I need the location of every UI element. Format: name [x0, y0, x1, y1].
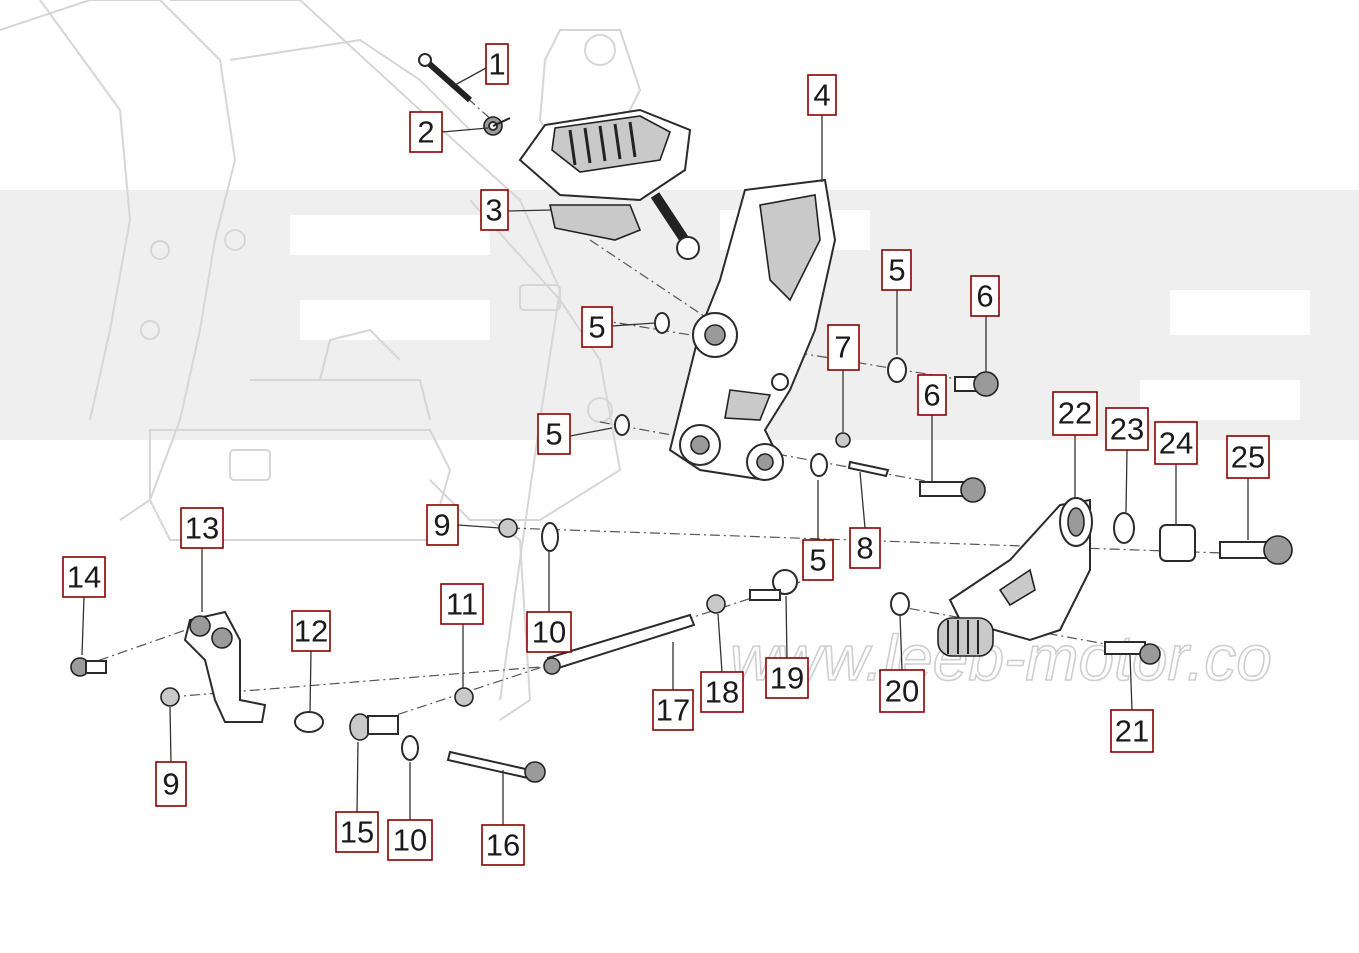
callout-24: 24 [1154, 421, 1198, 465]
callout-14: 14 [62, 556, 106, 598]
peg-and-nut-20 [890, 592, 994, 657]
callout-6-b: 6 [917, 374, 947, 416]
svg-text:11: 11 [446, 587, 478, 622]
svg-text:14: 14 [67, 560, 101, 595]
washer-parts [614, 312, 907, 477]
svg-text:15: 15 [340, 815, 374, 850]
svg-text:16: 16 [486, 828, 520, 863]
callout-10-a: 10 [526, 611, 572, 653]
svg-text:3: 3 [485, 193, 502, 228]
svg-text:18: 18 [705, 675, 739, 710]
svg-text:5: 5 [809, 543, 826, 578]
small-linkage-parts [70, 657, 546, 783]
callout-12: 12 [291, 610, 331, 652]
spring-part [483, 116, 511, 136]
small-parts-7-8 [835, 432, 890, 478]
svg-text:5: 5 [888, 253, 905, 288]
pin-part [418, 53, 472, 103]
svg-text:5: 5 [545, 417, 562, 452]
footpeg-part [518, 108, 700, 260]
svg-text:17: 17 [656, 693, 690, 728]
svg-text:10: 10 [532, 615, 566, 650]
callout-5-a: 5 [581, 306, 613, 348]
callout-labels: 1 2 3 4 5 5 5 5 6 6 7 8 9 9 10 10 11 12 … [62, 43, 1270, 866]
svg-text:23: 23 [1110, 412, 1144, 447]
callout-10-b: 10 [387, 819, 433, 861]
svg-text:10: 10 [393, 823, 427, 858]
svg-text:19: 19 [770, 661, 804, 696]
svg-text:9: 9 [162, 767, 179, 802]
svg-text:2: 2 [417, 115, 434, 150]
svg-text:6: 6 [923, 378, 940, 413]
svg-text:20: 20 [885, 674, 919, 709]
lever-arm-13 [183, 610, 267, 723]
bushing-parts-23-25 [1113, 512, 1293, 565]
svg-text:8: 8 [856, 531, 873, 566]
callout-13: 13 [180, 507, 224, 549]
callout-6-a: 6 [970, 275, 1000, 317]
callout-11: 11 [440, 583, 484, 625]
bolt-part-21 [1104, 641, 1161, 665]
callout-4: 4 [807, 74, 837, 116]
callout-18: 18 [700, 671, 744, 713]
callout-15: 15 [335, 811, 379, 853]
callout-1: 1 [485, 43, 509, 85]
frame-outline [0, 0, 642, 721]
svg-text:1: 1 [488, 47, 505, 82]
callout-20: 20 [879, 669, 925, 713]
svg-text:25: 25 [1231, 440, 1265, 475]
svg-text:21: 21 [1115, 714, 1149, 749]
callout-17: 17 [652, 689, 694, 731]
svg-text:4: 4 [813, 78, 830, 113]
svg-text:6: 6 [976, 279, 993, 314]
svg-text:9: 9 [433, 508, 450, 543]
callout-22: 22 [1052, 391, 1098, 436]
callout-9-b: 9 [155, 761, 187, 807]
svg-text:7: 7 [834, 330, 851, 365]
footrest-bracket [668, 178, 837, 482]
callout-9-a: 9 [426, 504, 459, 546]
callout-23: 23 [1105, 407, 1149, 451]
watermark-url: www.leeb-motor.co [730, 622, 1272, 694]
leader-lines [81, 67, 1249, 825]
callout-19: 19 [765, 657, 809, 699]
linkage-parts [454, 518, 798, 707]
callout-2: 2 [409, 111, 443, 153]
svg-text:5: 5 [588, 310, 605, 345]
callout-5-d: 5 [802, 539, 834, 581]
bolt-parts-6 [919, 371, 999, 503]
callout-5-c: 5 [881, 249, 912, 291]
callout-25: 25 [1226, 435, 1270, 479]
callout-8: 8 [849, 527, 881, 569]
callout-21: 21 [1110, 709, 1154, 753]
callout-5-b: 5 [537, 413, 571, 455]
callout-16: 16 [481, 824, 525, 866]
svg-text:12: 12 [294, 614, 328, 649]
callout-3: 3 [480, 189, 509, 231]
svg-text:22: 22 [1058, 396, 1092, 431]
callout-7: 7 [827, 324, 860, 371]
lever-bracket-22 [948, 497, 1093, 642]
svg-text:13: 13 [185, 511, 219, 546]
svg-text:24: 24 [1159, 426, 1193, 461]
